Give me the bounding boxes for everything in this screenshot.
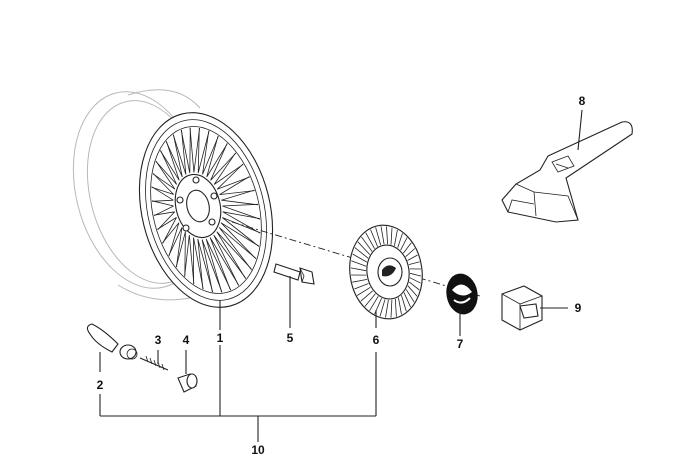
hub-cap-tooth bbox=[351, 260, 367, 267]
leader-lines bbox=[99, 109, 583, 442]
wheel-spoke bbox=[213, 234, 247, 286]
hub-cap-tooth bbox=[408, 281, 420, 291]
callout-7: 7 bbox=[457, 337, 464, 351]
wheel-spoke bbox=[159, 141, 180, 181]
wheel-spoke bbox=[172, 129, 187, 175]
callout-9: 9 bbox=[575, 301, 582, 315]
hub-cap-tooth bbox=[375, 227, 382, 246]
hub-cap-tooth bbox=[354, 247, 369, 259]
wheel-spoke bbox=[151, 173, 174, 195]
hub-cap-tooth bbox=[400, 237, 408, 251]
wheel-spoke bbox=[202, 130, 219, 175]
hub-cap-tooth bbox=[410, 272, 422, 277]
hub-cap-tooth bbox=[403, 292, 411, 308]
hub-cap-tooth bbox=[385, 299, 389, 318]
wheel-spoke bbox=[151, 186, 174, 202]
wheel-spoke bbox=[180, 127, 191, 174]
wheel-spokes bbox=[151, 127, 261, 293]
hub-cap-tooth bbox=[401, 295, 407, 312]
hub-cap bbox=[349, 224, 423, 320]
hub-cap-tooth bbox=[405, 248, 416, 257]
wheel-spoke bbox=[151, 200, 174, 217]
wheel-spoke bbox=[220, 222, 260, 260]
callout-6: 6 bbox=[373, 333, 380, 347]
wheel-spoke bbox=[201, 239, 223, 293]
hub-cap-tooth bbox=[379, 299, 386, 317]
hub-cap-tooth bbox=[350, 267, 366, 272]
wheel-spoke bbox=[162, 222, 180, 257]
callout-4: 4 bbox=[183, 333, 190, 347]
axis-line bbox=[231, 221, 481, 297]
wrench bbox=[501, 121, 633, 223]
wheel-spoke bbox=[216, 231, 252, 279]
hub-cap-tooth bbox=[352, 279, 368, 283]
hub-cap-teeth bbox=[350, 226, 422, 318]
wheel-spoke bbox=[213, 152, 244, 185]
hub-cap-tooth bbox=[380, 226, 385, 245]
callout-5: 5 bbox=[287, 331, 294, 345]
wheel-spoke bbox=[221, 189, 259, 206]
hub-cap-tooth bbox=[394, 298, 397, 317]
hub-cap-tooth bbox=[357, 241, 371, 255]
hub-cap-tooth bbox=[390, 299, 393, 318]
hub-cap-tooth bbox=[356, 286, 371, 296]
wheel-spoke bbox=[155, 150, 178, 185]
hub-cap-tooth bbox=[407, 285, 418, 297]
hub-cap-tooth bbox=[352, 253, 367, 263]
callout-3: 3 bbox=[155, 333, 162, 347]
callout-2: 2 bbox=[97, 378, 104, 392]
hub-cap-tooth bbox=[408, 261, 420, 265]
hub-cap-tooth bbox=[405, 289, 415, 303]
wheel-spoke bbox=[222, 203, 261, 220]
wheel-nut bbox=[501, 285, 543, 331]
hub-cap-tooth bbox=[360, 290, 373, 302]
wheel-spoke bbox=[218, 227, 257, 270]
hub-cap-tooth bbox=[409, 277, 421, 284]
hub-cap-tooth bbox=[365, 232, 375, 249]
wheel-spoke bbox=[222, 217, 261, 247]
wheel-spoke bbox=[153, 211, 175, 231]
wheel-spoke bbox=[193, 237, 204, 290]
wheel-spoke bbox=[175, 231, 186, 277]
valve-cap bbox=[177, 373, 198, 393]
hub-cap-tooth bbox=[370, 229, 378, 247]
hub-cap-tooth bbox=[398, 297, 402, 315]
hub-cap-tooth bbox=[394, 229, 398, 246]
callout-8: 8 bbox=[579, 94, 586, 108]
valve-stem bbox=[86, 323, 138, 360]
wheel-spoke bbox=[205, 238, 232, 293]
wheel-spoke bbox=[219, 176, 255, 195]
wheel-spoke bbox=[165, 134, 183, 178]
wheel-spoke bbox=[216, 163, 250, 190]
hub-cap-tooth bbox=[402, 242, 412, 254]
hub-cap-tooth bbox=[369, 295, 379, 312]
emblem bbox=[446, 273, 478, 315]
hub-cap-tooth bbox=[386, 226, 388, 245]
wheel-spoke bbox=[152, 160, 176, 190]
wheel-spoke bbox=[222, 211, 261, 234]
wheel-spoke bbox=[184, 234, 195, 285]
wheel-spoke bbox=[197, 127, 210, 174]
callout-10: 10 bbox=[251, 443, 265, 457]
hub-cap-tooth bbox=[390, 227, 393, 245]
hub-cap-tooth bbox=[364, 293, 376, 307]
wheel-spoke bbox=[210, 143, 237, 181]
hub-cap-tooth bbox=[407, 254, 418, 261]
hub-cap-tooth bbox=[397, 233, 403, 248]
valve-core bbox=[139, 355, 169, 371]
wheel-spoke bbox=[197, 238, 214, 293]
wheel-spoke bbox=[157, 217, 177, 244]
wheel-spoke bbox=[189, 127, 200, 173]
wheel-spoke bbox=[206, 135, 228, 178]
hub-cap-tooth bbox=[354, 283, 369, 290]
hub-cap-tooth bbox=[361, 236, 373, 252]
wheel-spoke bbox=[168, 227, 183, 268]
wheel-rim bbox=[72, 89, 274, 308]
callout-1: 1 bbox=[217, 331, 224, 345]
wheel-bolt bbox=[273, 263, 315, 285]
